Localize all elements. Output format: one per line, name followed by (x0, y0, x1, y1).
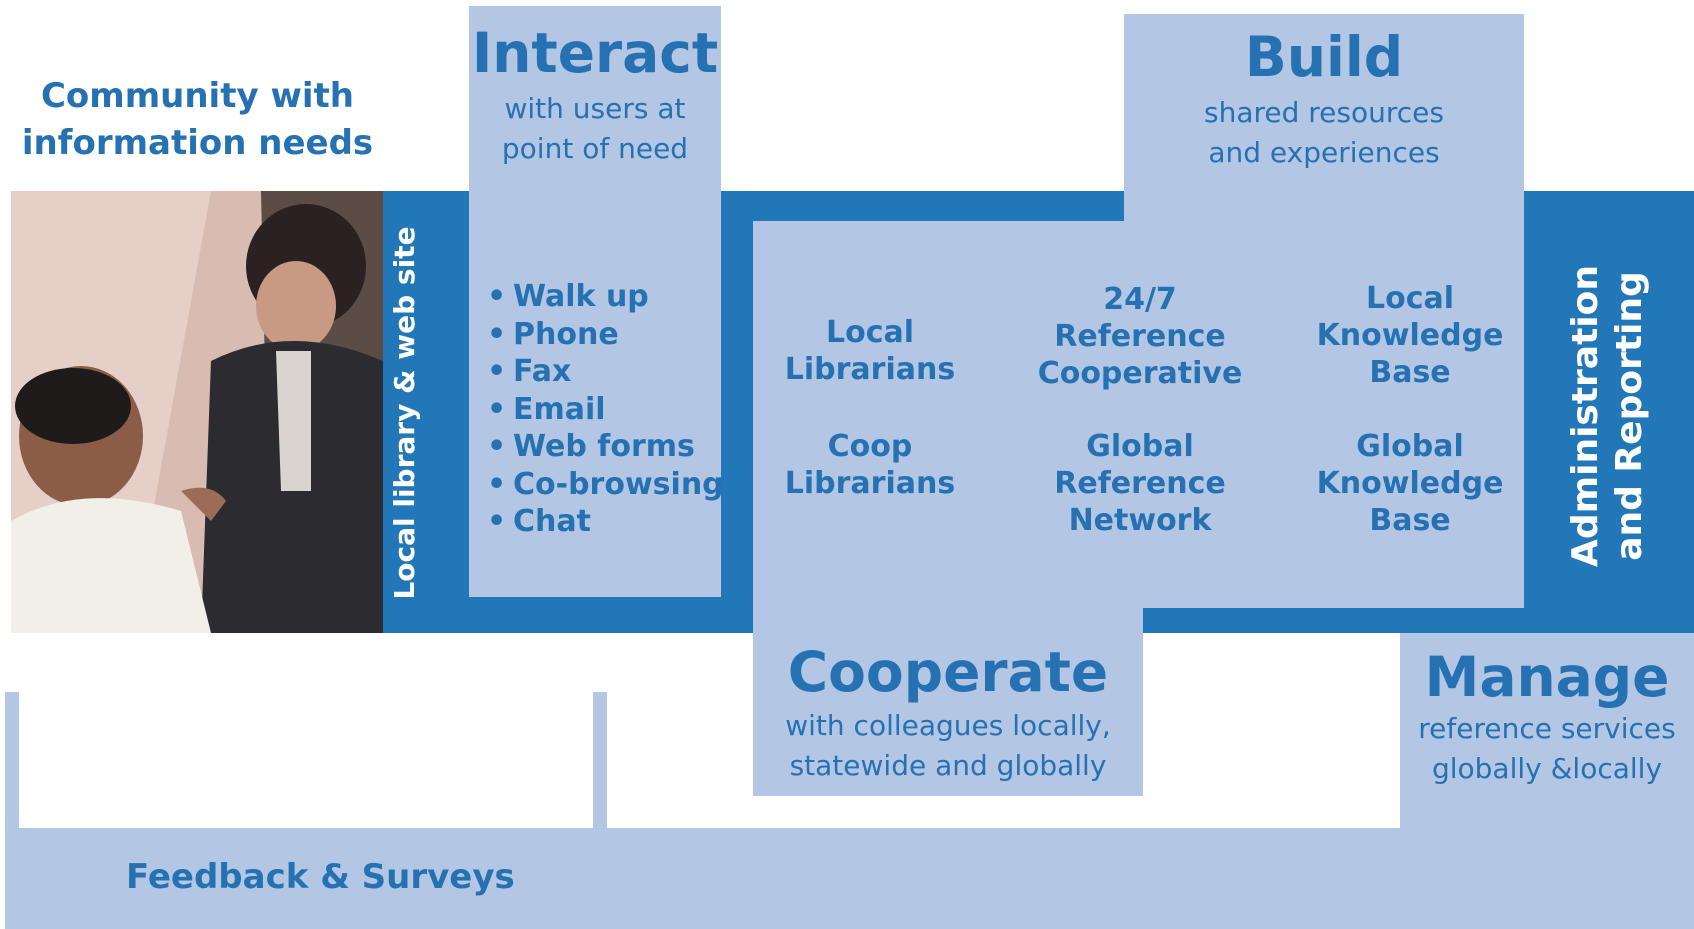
cell-line: Knowledge (1316, 466, 1504, 501)
interact-heading: Interact with users at point of need (469, 26, 721, 169)
community-heading: Community with information needs (0, 73, 395, 167)
reference-cooperative-cell: 24/7 Reference Cooperative (1020, 281, 1260, 392)
cell-line: Global (1086, 429, 1194, 464)
manage-panel (1400, 633, 1694, 929)
cell-line: Global (1356, 429, 1464, 464)
interact-sub-2: point of need (501, 132, 689, 165)
interact-sub-1: with users at (504, 92, 686, 125)
build-title: Build (1244, 25, 1404, 89)
list-item: •Web forms (487, 429, 695, 464)
cell-line: Knowledge (1316, 318, 1504, 353)
local-librarians-cell: Local Librarians (770, 314, 970, 388)
build-sub-1: shared resources (1204, 96, 1444, 129)
admin-line-1: Administration (1565, 264, 1606, 568)
build-heading: Build shared resources and experiences (1124, 30, 1524, 173)
local-knowledge-base-cell: Local Knowledge Base (1300, 280, 1520, 391)
list-item: •Phone (487, 316, 619, 352)
cooperate-sub-1: with colleagues locally, (785, 709, 1111, 742)
global-knowledge-base-cell: Global Knowledge Base (1300, 428, 1520, 539)
cooperate-panel (753, 600, 1143, 796)
list-item: •Fax (487, 354, 572, 389)
build-panel (1124, 14, 1524, 608)
cell-line: Local (825, 315, 915, 350)
manage-sub-1: reference services (1418, 712, 1676, 745)
community-line-2: information needs (21, 123, 374, 163)
community-line-1: Community with (40, 76, 354, 116)
cooperate-title: Cooperate (787, 640, 1109, 704)
list-item: •Email (487, 391, 606, 427)
global-reference-network-cell: Global Reference Network (1020, 428, 1260, 539)
cell-line: 24/7 (1103, 282, 1177, 317)
cell-line: Librarians (784, 352, 956, 387)
interact-title: Interact (471, 21, 719, 85)
cell-line: Reference (1054, 466, 1226, 501)
coop-librarians-cell: Coop Librarians (770, 428, 970, 502)
cell-line: Local (1365, 281, 1455, 316)
admin-line-2: and Reporting (1609, 271, 1650, 561)
cooperate-sub-2: statewide and globally (789, 749, 1107, 782)
feedback-label: Feedback & Surveys (126, 857, 515, 897)
list-item: •Chat (487, 504, 591, 539)
manage-title: Manage (1424, 645, 1670, 709)
local-library-label: Local library & web site (388, 226, 421, 600)
cell-line: Base (1369, 355, 1451, 390)
cell-line: Base (1369, 503, 1451, 538)
build-sub-2: and experiences (1208, 136, 1440, 169)
cell-line: Network (1068, 503, 1212, 538)
users-photo (11, 191, 383, 633)
list-item: •Walk up (487, 279, 649, 314)
manage-heading: Manage reference services globally &loca… (1400, 650, 1694, 789)
cell-line: Librarians (784, 466, 956, 501)
list-item: •Co-browsing (487, 466, 724, 502)
cooperate-heading: Cooperate with colleagues locally, state… (753, 645, 1143, 786)
administration-label: Administration and Reporting (1524, 191, 1694, 633)
cell-line: Reference (1054, 319, 1226, 354)
cell-line: Cooperative (1037, 356, 1243, 391)
interact-panel (469, 6, 721, 597)
contact-methods-list: •Walk up •Phone •Fax •Email •Web forms •… (487, 278, 724, 541)
cell-line: Coop (827, 429, 913, 464)
manage-sub-2: globally &locally (1431, 752, 1663, 785)
